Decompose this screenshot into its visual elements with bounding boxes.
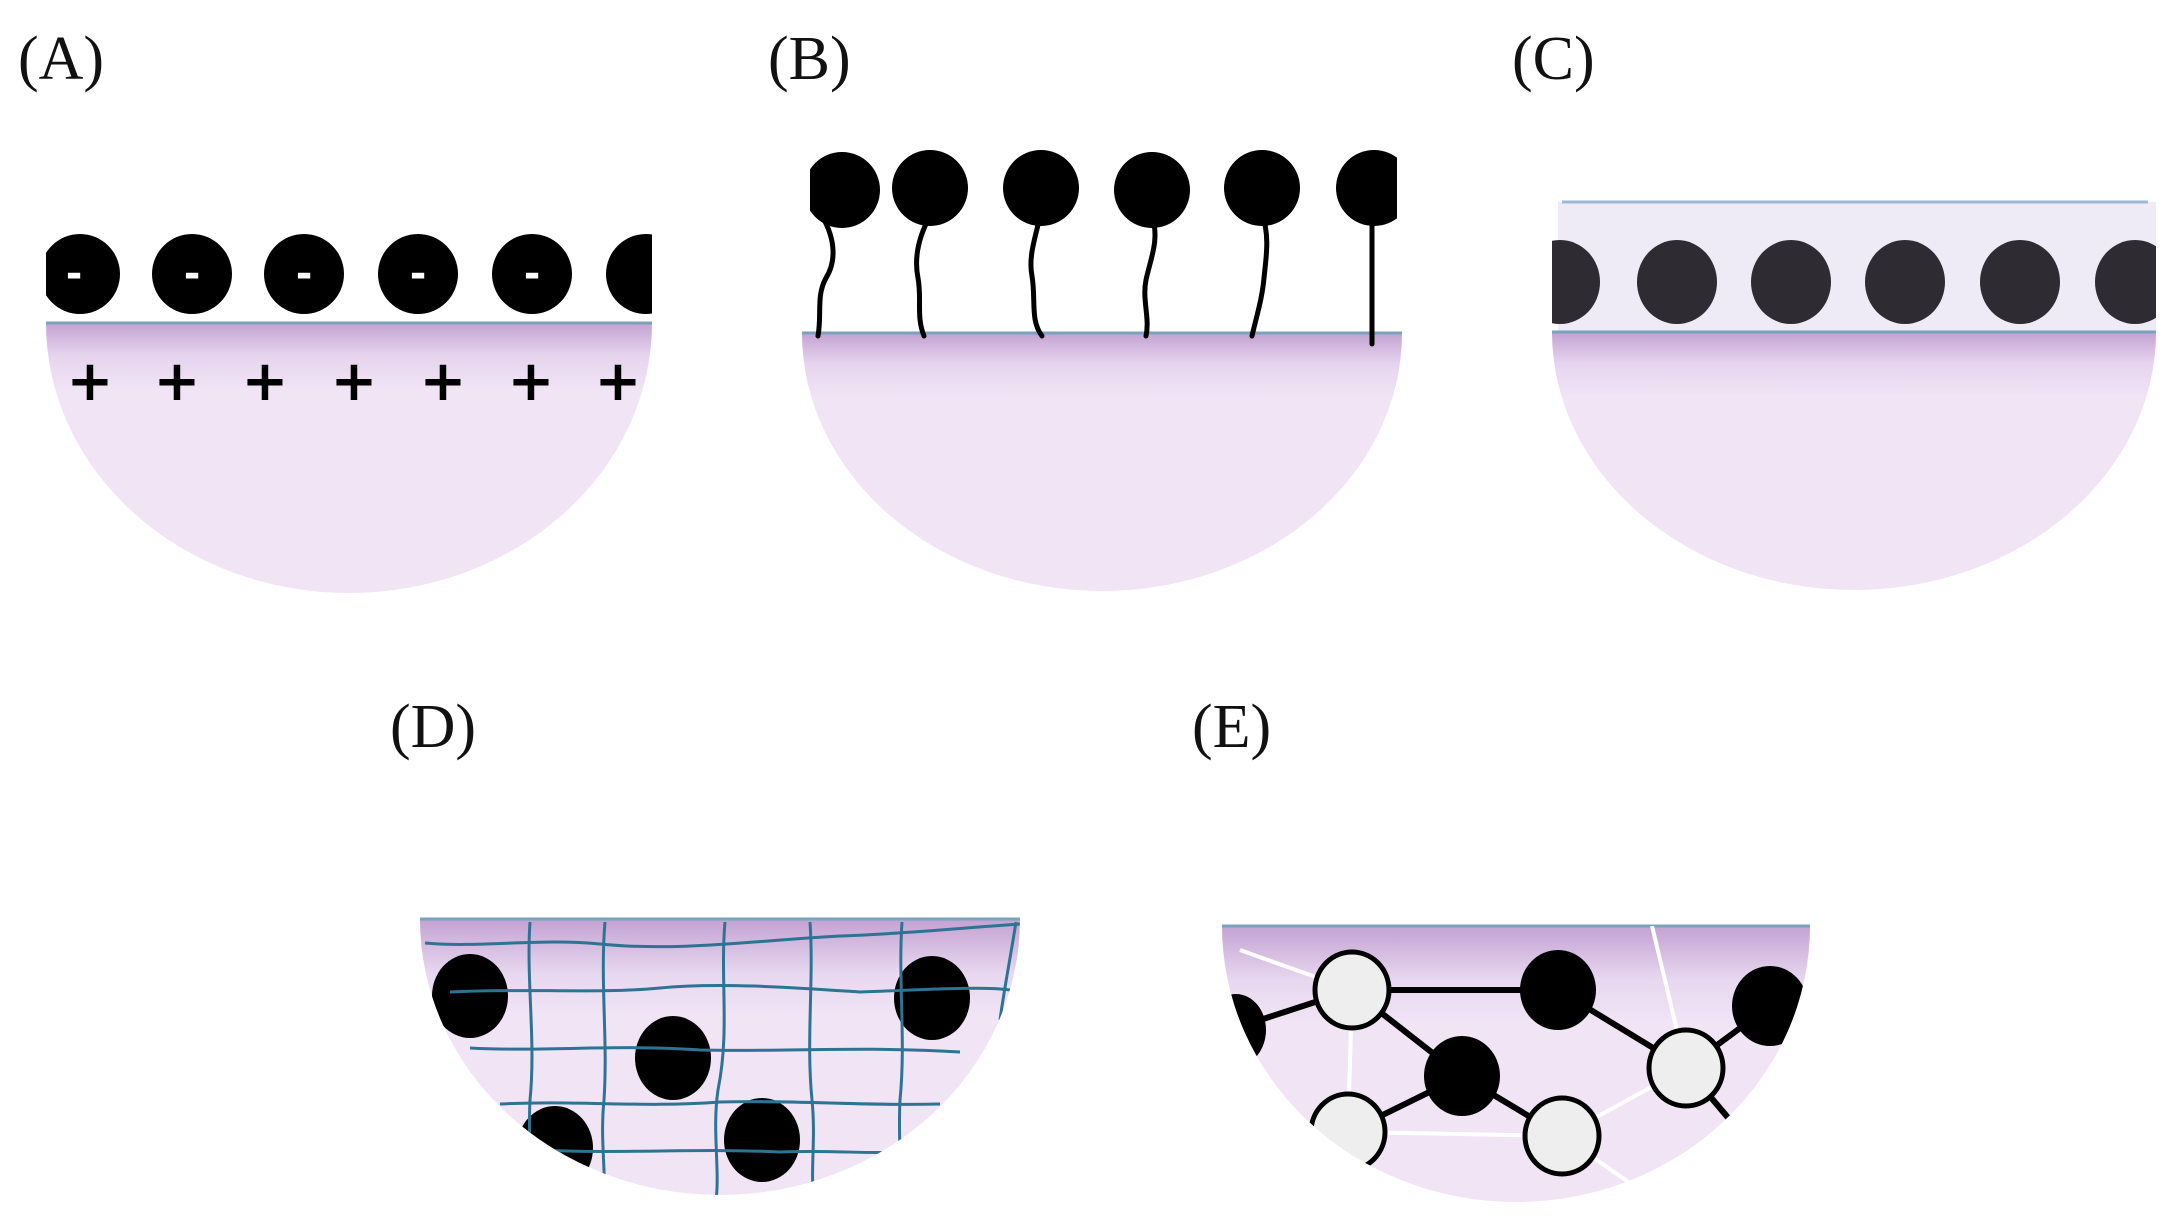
panel-d-mesh-line [998, 921, 1018, 1021]
panel-a-negative-ion [46, 234, 120, 314]
panel-d-diagram [420, 917, 1020, 1195]
panel-e-node-light [1522, 1095, 1602, 1177]
panel-b-surfactant-tail [1028, 213, 1045, 339]
panel-e-node-dark [1520, 950, 1596, 1030]
panel-b-surfactant-head [1114, 152, 1190, 228]
panel-d-particle [894, 956, 970, 1040]
panel-c-particle [1980, 240, 2060, 324]
panel-b-surfactant-tail [1142, 213, 1158, 339]
panel-e-node-dark [1222, 994, 1266, 1066]
panel-a-droplet [46, 323, 652, 593]
panel-d-particle [635, 1016, 711, 1100]
panel-e-node-light [1312, 949, 1392, 1031]
panel-b-surfactant-tail [1249, 211, 1270, 339]
panel-a-negative-ion [606, 234, 652, 314]
panel-b-surfactant-head [1224, 150, 1300, 226]
panel-a-negative-ion [264, 234, 344, 314]
panel-label-d: (D) [390, 693, 477, 761]
panel-a-minus-sign: - [66, 251, 83, 297]
panel-c-diagram [1532, 150, 2163, 590]
panel-label-c: (C) [1512, 25, 1595, 93]
panel-d-mesh-line [499, 1100, 941, 1106]
panel-e-node-dark [1732, 966, 1808, 1046]
panel-a-negative-ion [152, 234, 232, 314]
panel-d-mesh-line [601, 921, 607, 1195]
panel-d-mesh-line [714, 921, 727, 1195]
panel-a-negative-ion [378, 234, 458, 314]
panel-b-surfactant-head [1003, 150, 1079, 226]
panel-a-diagram: - - - - - + + + + + + + [46, 234, 652, 593]
panel-label-e: (E) [1192, 693, 1272, 761]
panel-b-surfactant-head [804, 152, 880, 228]
panel-c-particle [1637, 240, 1717, 324]
panel-e-node-dark [1424, 1036, 1500, 1116]
panel-c-droplet [1552, 332, 2156, 590]
panel-a-negative-ion [492, 234, 572, 314]
panel-a-plus-sign: + [67, 349, 114, 414]
panel-a-plus-sign: + [595, 349, 642, 414]
panel-c-particle [1548, 240, 1600, 324]
panel-b-surfactant-head [1336, 150, 1412, 226]
panel-label-a: (A) [18, 25, 105, 93]
panel-d-mesh-line [469, 1046, 961, 1054]
panel-e-diagram [1222, 924, 1810, 1202]
panel-c-particle [2095, 240, 2156, 324]
panel-b-surfactant-tail [914, 213, 933, 339]
panel-c-particle [1865, 240, 1945, 324]
panel-d-particle [724, 1098, 800, 1182]
panel-b-diagram [780, 120, 1427, 591]
panel-b-droplet [802, 333, 1402, 591]
panel-a-plus-sign: + [154, 349, 201, 414]
panel-e-node-light [1646, 1027, 1726, 1109]
panel-a-minus-sign: - [410, 251, 427, 297]
panel-a-plus-sign: + [508, 349, 555, 414]
panel-label-b: (B) [768, 25, 851, 93]
panel-e-node-light [1308, 1091, 1388, 1173]
panel-d-mesh-line [424, 922, 1020, 949]
panel-b-surfactant-tail [815, 213, 836, 339]
panel-a-minus-sign: - [524, 251, 541, 297]
panel-d-particle [432, 954, 508, 1038]
panel-a-plus-sign: + [331, 349, 378, 414]
panel-a-plus-sign: + [242, 349, 289, 414]
panel-c-particle [1751, 240, 1831, 324]
panel-b-surfactant-head [892, 150, 968, 226]
panel-d-mesh-line [808, 921, 816, 1195]
panel-d-mesh-line [449, 983, 1011, 994]
panel-a-plus-sign: + [420, 349, 467, 414]
panel-a-minus-sign: - [184, 251, 201, 297]
panel-a-minus-sign: - [296, 251, 313, 297]
